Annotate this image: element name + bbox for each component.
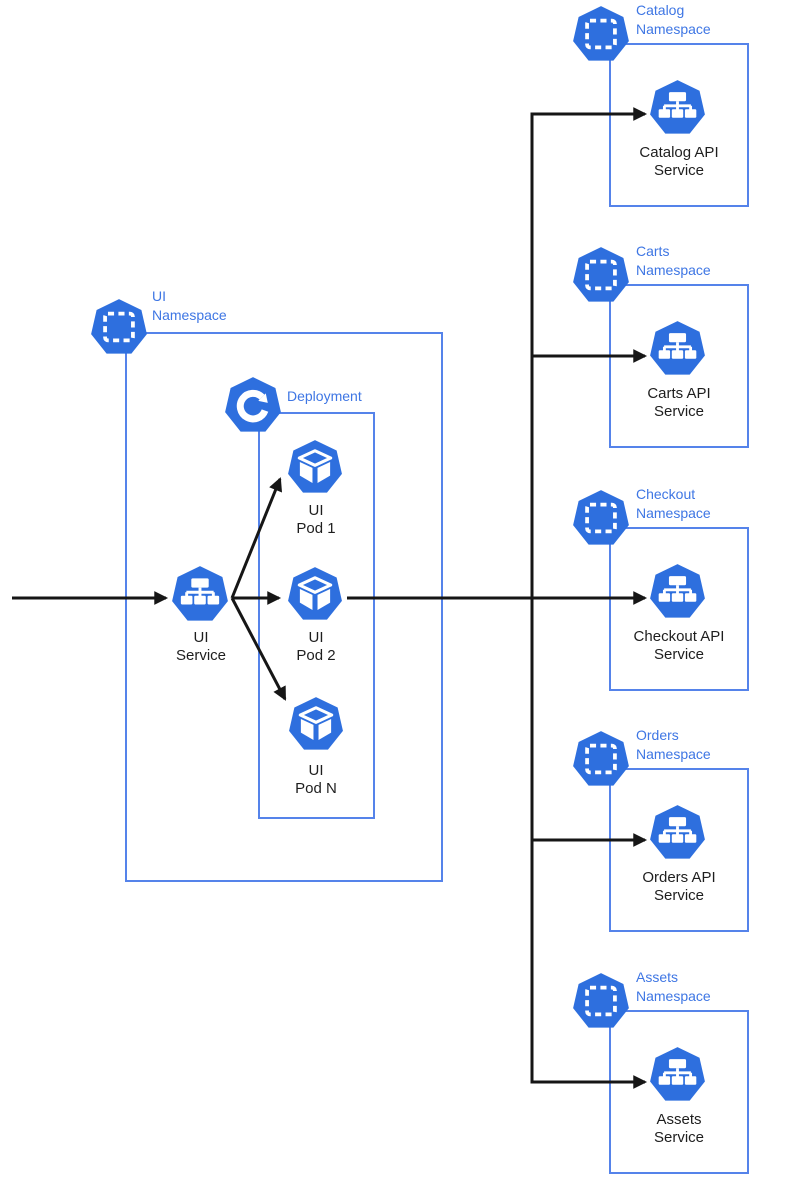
assets-namespace-box [609, 1010, 749, 1174]
ui-pod-2-label: UI Pod 2 [266, 629, 366, 665]
checkout-namespace-label-line1: Checkout [636, 486, 696, 502]
orders-namespace-box [609, 768, 749, 932]
namespace-icon [572, 246, 630, 304]
carts-api-service-label-line1: Carts API [647, 385, 711, 402]
catalog-namespace-label-line1: Catalog [636, 2, 685, 18]
catalog-api-service-label: Catalog API Service [609, 144, 749, 180]
ui-pod-2-label-line2: Pod 2 [296, 647, 336, 664]
catalog-api-service-label-line2: Service [653, 162, 705, 179]
deployment-box [258, 412, 375, 819]
checkout-namespace-box [609, 527, 749, 691]
orders-api-service-label-line1: Orders API [642, 869, 716, 886]
trunk-line-catalog-assets [530, 107, 648, 1089]
orders-namespace-label: Orders Namespace [636, 726, 711, 764]
carts-namespace-box [609, 284, 749, 448]
assets-namespace-label-line1: Assets [636, 969, 679, 985]
catalog-namespace-box [609, 43, 749, 207]
carts-namespace-label-line1: Carts [636, 243, 670, 259]
ui-service-label-line1: UI [193, 629, 209, 646]
carts-namespace-label: Carts Namespace [636, 242, 711, 280]
pod-icon [287, 439, 343, 495]
carts-api-service-label-line2: Service [653, 403, 705, 420]
ui-namespace-box [125, 332, 443, 882]
namespace-icon [572, 5, 630, 63]
service-icon [649, 320, 706, 377]
ui-service-label-line2: Service [175, 647, 227, 664]
ui-service-label: UI Service [151, 629, 251, 665]
catalog-api-service-label-line1: Catalog API [639, 144, 719, 161]
checkout-api-service-label: Checkout API Service [609, 628, 749, 664]
service-icon [171, 565, 229, 623]
edge-ui-service-to-pod1 [230, 477, 283, 599]
orders-api-service-label: Orders API Service [609, 869, 749, 905]
assets-service-label-line1: Assets [656, 1111, 702, 1128]
ui-pod-1-label: UI Pod 1 [266, 502, 366, 538]
ui-pod-2-label-line1: UI [308, 629, 324, 646]
service-icon [649, 563, 706, 620]
namespace-icon [572, 972, 630, 1030]
ui-namespace-label: UI Namespace [152, 287, 227, 325]
deployment-label: Deployment [287, 388, 362, 404]
ui-namespace-label-line1: UI [152, 288, 166, 304]
namespace-icon [572, 489, 630, 547]
carts-api-service-label: Carts API Service [609, 385, 749, 421]
checkout-namespace-label: Checkout Namespace [636, 485, 711, 523]
checkout-api-service-label-line1: Checkout API [633, 628, 725, 645]
edge-ui-service-to-podn [230, 597, 287, 701]
ui-pod-n-label: UI Pod N [266, 762, 366, 798]
namespace-icon [90, 298, 148, 356]
checkout-namespace-label-line2: Namespace [636, 505, 711, 521]
catalog-namespace-label: Catalog Namespace [636, 1, 711, 39]
orders-api-service-label-line2: Service [653, 887, 705, 904]
ui-pod-n-label-line1: UI [308, 762, 324, 779]
namespace-icon [572, 730, 630, 788]
ui-pod-1-label-line2: Pod 1 [296, 520, 336, 537]
deployment-icon [224, 376, 282, 434]
assets-service-label: Assets Service [609, 1111, 749, 1147]
orders-namespace-label-line2: Namespace [636, 746, 711, 762]
ui-namespace-label-line2: Namespace [152, 307, 227, 323]
pod-icon [287, 566, 343, 622]
assets-service-label-line2: Service [653, 1129, 705, 1146]
service-icon [649, 1046, 706, 1103]
assets-namespace-label-line2: Namespace [636, 988, 711, 1004]
assets-namespace-label: Assets Namespace [636, 968, 711, 1006]
ui-pod-n-label-line2: Pod N [295, 780, 337, 797]
catalog-namespace-label-line2: Namespace [636, 21, 711, 37]
orders-namespace-label-line1: Orders [636, 727, 679, 743]
service-icon [649, 804, 706, 861]
checkout-api-service-label-line2: Service [653, 646, 705, 663]
pod-icon [288, 696, 344, 752]
service-icon [649, 79, 706, 136]
ui-pod-1-label-line1: UI [308, 502, 324, 519]
carts-namespace-label-line2: Namespace [636, 262, 711, 278]
